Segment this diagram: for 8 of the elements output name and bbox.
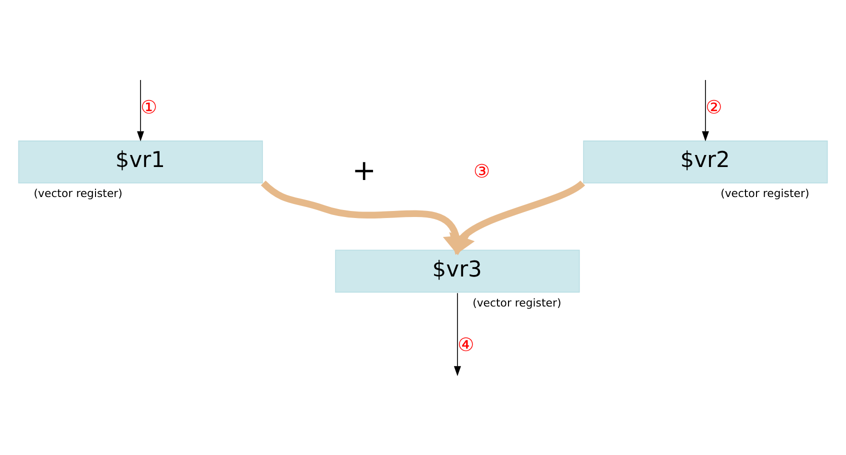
- node-label: (vector register): [34, 187, 122, 200]
- edge-label: ④: [458, 335, 474, 356]
- label: +: [352, 153, 376, 188]
- node-label: (vector register): [472, 296, 562, 310]
- node-label: (vector register): [720, 187, 810, 200]
- label: ③: [474, 162, 490, 183]
- edge-label: ②: [706, 97, 722, 118]
- edge-label: ①: [140, 97, 158, 118]
